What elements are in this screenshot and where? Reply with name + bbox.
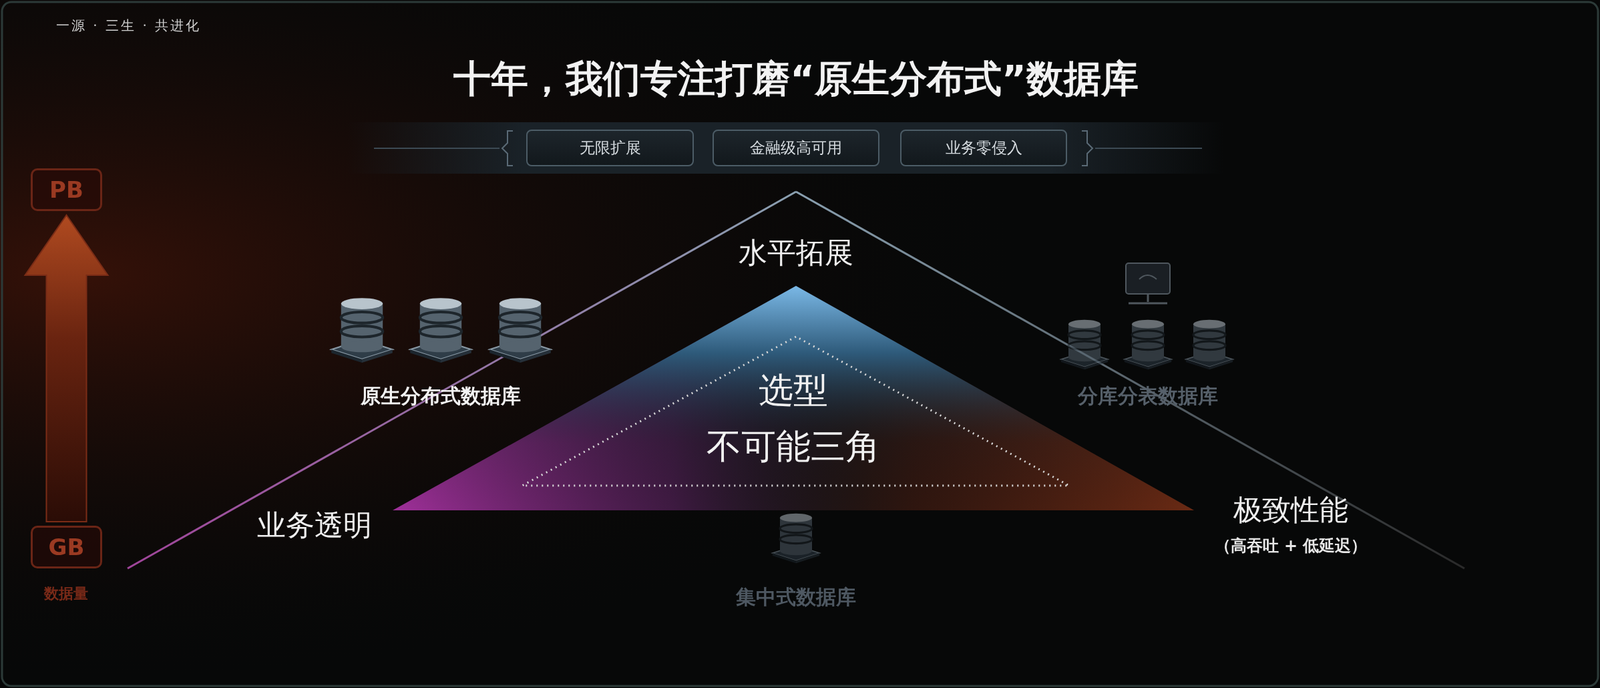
label-text: 业务透明 bbox=[257, 506, 372, 545]
node-text: 选型 不可能三角 bbox=[699, 361, 887, 475]
label-text: 分库分表数据库 bbox=[1077, 382, 1219, 411]
label-text: 极致性能 bbox=[1233, 490, 1349, 530]
feature-box: 无限扩展 bbox=[526, 129, 694, 167]
scale-arrow bbox=[25, 215, 109, 522]
node-text: 业务零侵入 bbox=[945, 137, 1023, 159]
node-text: PB bbox=[49, 176, 84, 204]
feature-box: 业务零侵入 bbox=[900, 129, 1068, 167]
node-text: 金融级高可用 bbox=[749, 137, 843, 159]
feature-box: 金融级高可用 bbox=[712, 129, 880, 167]
diagram-title: 十年，我们专注打磨“原生分布式”数据库 bbox=[453, 54, 1139, 105]
node-text: 无限扩展 bbox=[579, 137, 642, 159]
label-text: 原生分布式数据库 bbox=[360, 382, 521, 411]
scale-box: GB bbox=[30, 525, 103, 569]
label-text: （高吞吐 + 低延迟） bbox=[1214, 534, 1368, 557]
label-text: 集中式数据库 bbox=[735, 583, 857, 612]
label-text: 数据量 bbox=[44, 583, 89, 604]
label-text: 一源 · 三生 · 共进化 bbox=[56, 16, 202, 35]
triangle-node: 选型 不可能三角 bbox=[392, 285, 1194, 511]
scale-box: PB bbox=[30, 168, 103, 212]
label-text: 水平拓展 bbox=[738, 233, 854, 273]
node-text: GB bbox=[48, 533, 85, 561]
